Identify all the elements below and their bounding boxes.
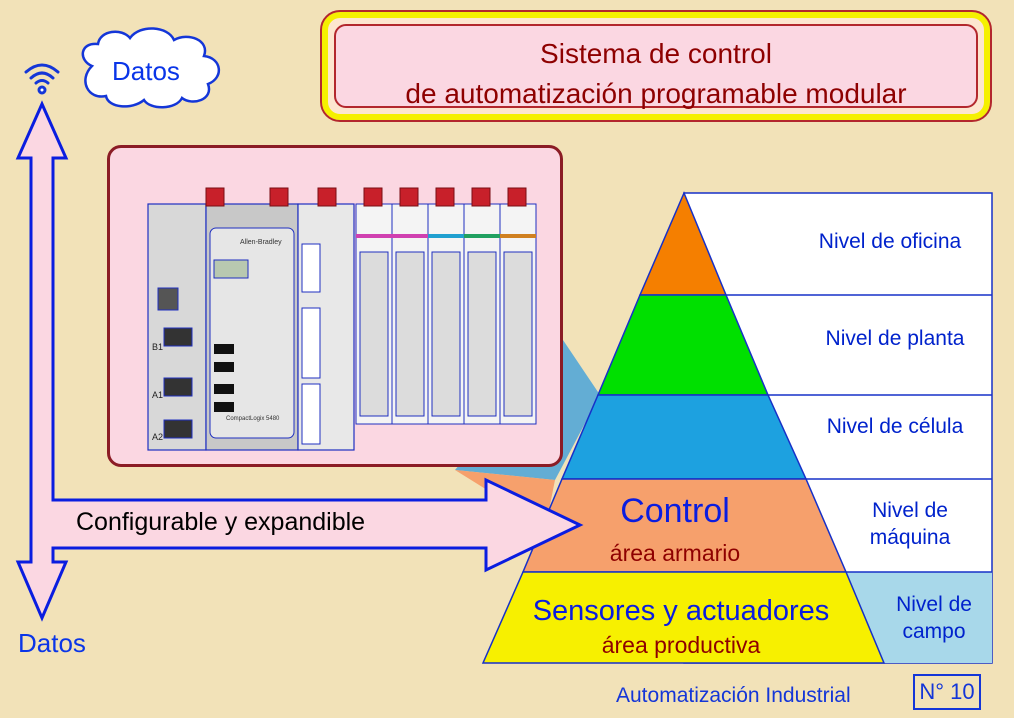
title-panel: Sistema de control de automatización pro… <box>334 24 978 109</box>
io-modules <box>355 203 537 425</box>
title-line-2: de automatización programable modular <box>405 78 907 109</box>
port-a1: A1 <box>152 390 163 400</box>
plc-controller-image: B1 A1 A2 Allen-Bradley CompactLogix 5480 <box>147 187 537 451</box>
arrow-label: Configurable y expandible <box>76 508 366 536</box>
title-box: Sistema de control de automatización pro… <box>320 10 992 122</box>
data-arrow <box>15 100 584 622</box>
datos-cloud <box>81 27 220 109</box>
port-a2: A2 <box>152 432 163 442</box>
page-number-badge: N° 10 <box>913 674 981 710</box>
level-label-plant: Nivel de planta <box>825 327 965 350</box>
control-title: Control <box>620 492 730 530</box>
control-subtitle: área armario <box>609 540 741 566</box>
plc-model: CompactLogix 5480 <box>226 416 280 422</box>
level-label-office: Nivel de oficina <box>818 230 962 253</box>
level-label-field: Nivel de campo <box>896 593 972 643</box>
title-line-1: Sistema de control <box>540 38 772 69</box>
pyramid <box>481 191 886 664</box>
field-title: Sensores y actuadores <box>532 595 830 627</box>
level-label-machine: Nivel de máquina <box>869 499 951 549</box>
plc-brand: Allen-Bradley <box>240 239 282 246</box>
field-subtitle: área productiva <box>601 632 761 658</box>
wifi-icon <box>24 63 60 95</box>
level-label-cell: Nivel de célula <box>826 415 964 438</box>
pyramid-band-field <box>481 571 886 664</box>
datos-bottom-label: Datos <box>18 628 86 658</box>
datos-cloud-label: Datos <box>112 56 180 86</box>
pyramid-band-cell <box>560 394 808 480</box>
port-b1: B1 <box>152 342 163 352</box>
plc-image-frame: B1 A1 A2 Allen-Bradley CompactLogix 5480 <box>107 145 563 467</box>
module-latches <box>205 187 527 207</box>
footer-label: Automatización Industrial <box>616 684 851 707</box>
